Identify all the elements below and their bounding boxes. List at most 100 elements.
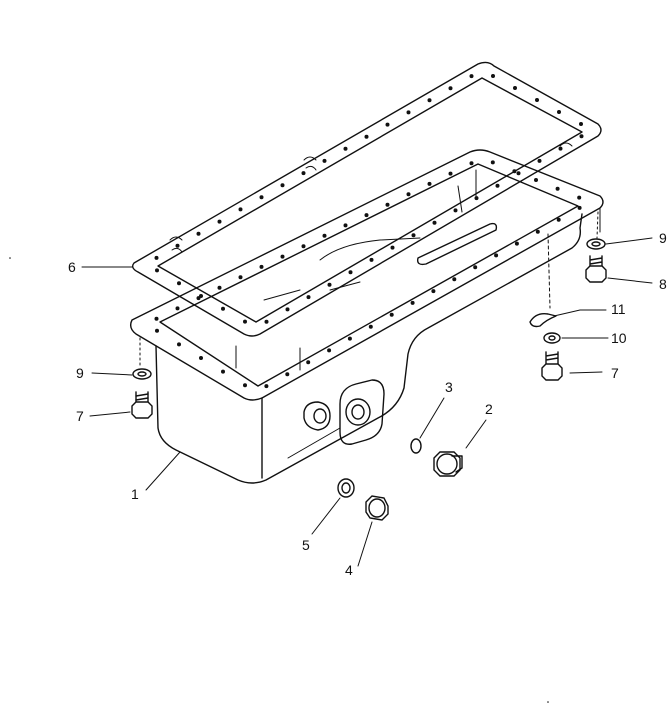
- bolt-hole: [221, 369, 225, 374]
- bolt-hole: [494, 253, 499, 258]
- bolt-hole: [322, 158, 327, 163]
- callout-6: 6: [68, 259, 76, 275]
- bolt-hole: [512, 169, 517, 174]
- callout-4: 4: [345, 562, 353, 578]
- bolt-hole: [427, 181, 432, 186]
- bolt-hole: [280, 183, 285, 188]
- bolt-hole: [177, 281, 181, 286]
- washer-9-right: [586, 238, 606, 250]
- gasket: [131, 61, 602, 337]
- bolt-hole: [535, 229, 540, 234]
- bolt-7-left: [131, 391, 153, 419]
- bolt-hole: [579, 134, 584, 139]
- bolt-hole: [431, 289, 436, 294]
- bolt-hole: [306, 295, 311, 300]
- bolt-hole: [285, 372, 290, 377]
- callout-1: 1: [131, 486, 139, 502]
- bolt-7-right: [541, 351, 563, 381]
- callout-7-right: 7: [611, 365, 619, 381]
- callout-10: 10: [611, 330, 627, 346]
- callout-5: 5: [302, 537, 310, 553]
- bolt-hole: [155, 268, 159, 273]
- pan-drain-slot: [416, 222, 498, 266]
- bolt-hole: [217, 219, 222, 224]
- bolt-hole: [490, 160, 495, 165]
- bolt-hole: [259, 264, 264, 269]
- bolt-hole: [243, 319, 247, 324]
- callout-2: 2: [485, 401, 493, 417]
- bolt-hole: [177, 342, 181, 347]
- washer-9-left: [132, 368, 152, 380]
- bolt-hole: [411, 233, 416, 238]
- bolt-hole: [154, 316, 159, 321]
- speck: [547, 701, 549, 703]
- callout-9-right: 9: [659, 230, 667, 246]
- bolt-hole: [322, 233, 327, 238]
- bolt-hole: [196, 231, 201, 236]
- o-ring-3: [410, 438, 422, 454]
- bolt-hole: [537, 158, 542, 163]
- bolt-hole: [473, 265, 478, 270]
- callout-3: 3: [445, 379, 453, 395]
- axis-right: [547, 233, 551, 309]
- bolt-hole: [410, 300, 415, 305]
- bolt-hole: [327, 348, 332, 353]
- bolt-hole: [155, 328, 159, 333]
- bolt-hole: [579, 122, 583, 126]
- bolt-hole: [534, 178, 538, 182]
- pan-flange-bolt-holes: [154, 160, 582, 389]
- bolt-hole: [514, 241, 519, 246]
- bolt-hole: [264, 384, 269, 389]
- gasket-notch-right: [559, 142, 573, 147]
- bolt-hole: [301, 171, 306, 176]
- callout-11: 11: [611, 301, 626, 317]
- bolt-hole: [469, 74, 474, 79]
- bolt-hole: [513, 86, 517, 90]
- bolt-hole: [390, 245, 395, 250]
- bolt-hole: [154, 255, 159, 260]
- bolt-hole: [385, 202, 390, 207]
- bolt-hole: [364, 134, 369, 139]
- bolt-hole: [199, 356, 203, 360]
- gasket-notch-mid: [303, 156, 317, 171]
- washer-5: [337, 478, 355, 498]
- bolt-hole: [495, 183, 500, 188]
- bolt-hole: [535, 98, 539, 102]
- bolt-hole: [469, 161, 474, 166]
- bolt-hole: [175, 306, 180, 311]
- speck: [9, 257, 11, 259]
- gasket-bolt-holes: [154, 74, 584, 324]
- callout-labels: 1 2 3 4 5 6 7 7 8 9 9 10 11: [68, 230, 667, 578]
- bolt-hole: [427, 98, 432, 103]
- bolt-hole: [306, 360, 311, 365]
- bolt-hole: [285, 307, 290, 312]
- bolt-hole: [556, 217, 561, 222]
- drain-plug-2: [433, 451, 463, 477]
- bolt-hole: [474, 196, 479, 201]
- bolt-hole: [369, 257, 374, 262]
- bolt-hole: [448, 86, 453, 91]
- bolt-hole: [577, 205, 582, 210]
- bolt-hole: [280, 254, 285, 259]
- bolt-8: [585, 255, 607, 283]
- bolt-hole: [577, 195, 582, 200]
- callout-7-left: 7: [76, 408, 84, 424]
- pan-side-boss: [339, 379, 385, 445]
- bolt-hole: [555, 186, 560, 191]
- bolt-hole: [175, 243, 180, 248]
- bolt-hole: [368, 324, 373, 329]
- bolt-hole: [558, 146, 563, 151]
- bolt-hole: [385, 122, 390, 127]
- bolt-hole: [217, 285, 222, 290]
- bolt-hole: [453, 208, 458, 213]
- oil-pan: [129, 149, 604, 484]
- bolt-hole: [448, 171, 453, 176]
- bolt-hole: [452, 277, 457, 282]
- bolt-hole: [557, 110, 561, 114]
- callout-9-left: 9: [76, 365, 84, 381]
- bolt-hole: [343, 223, 348, 228]
- bolt-hole: [348, 270, 353, 275]
- bolt-hole: [516, 171, 521, 176]
- leader-lines: [81, 237, 653, 567]
